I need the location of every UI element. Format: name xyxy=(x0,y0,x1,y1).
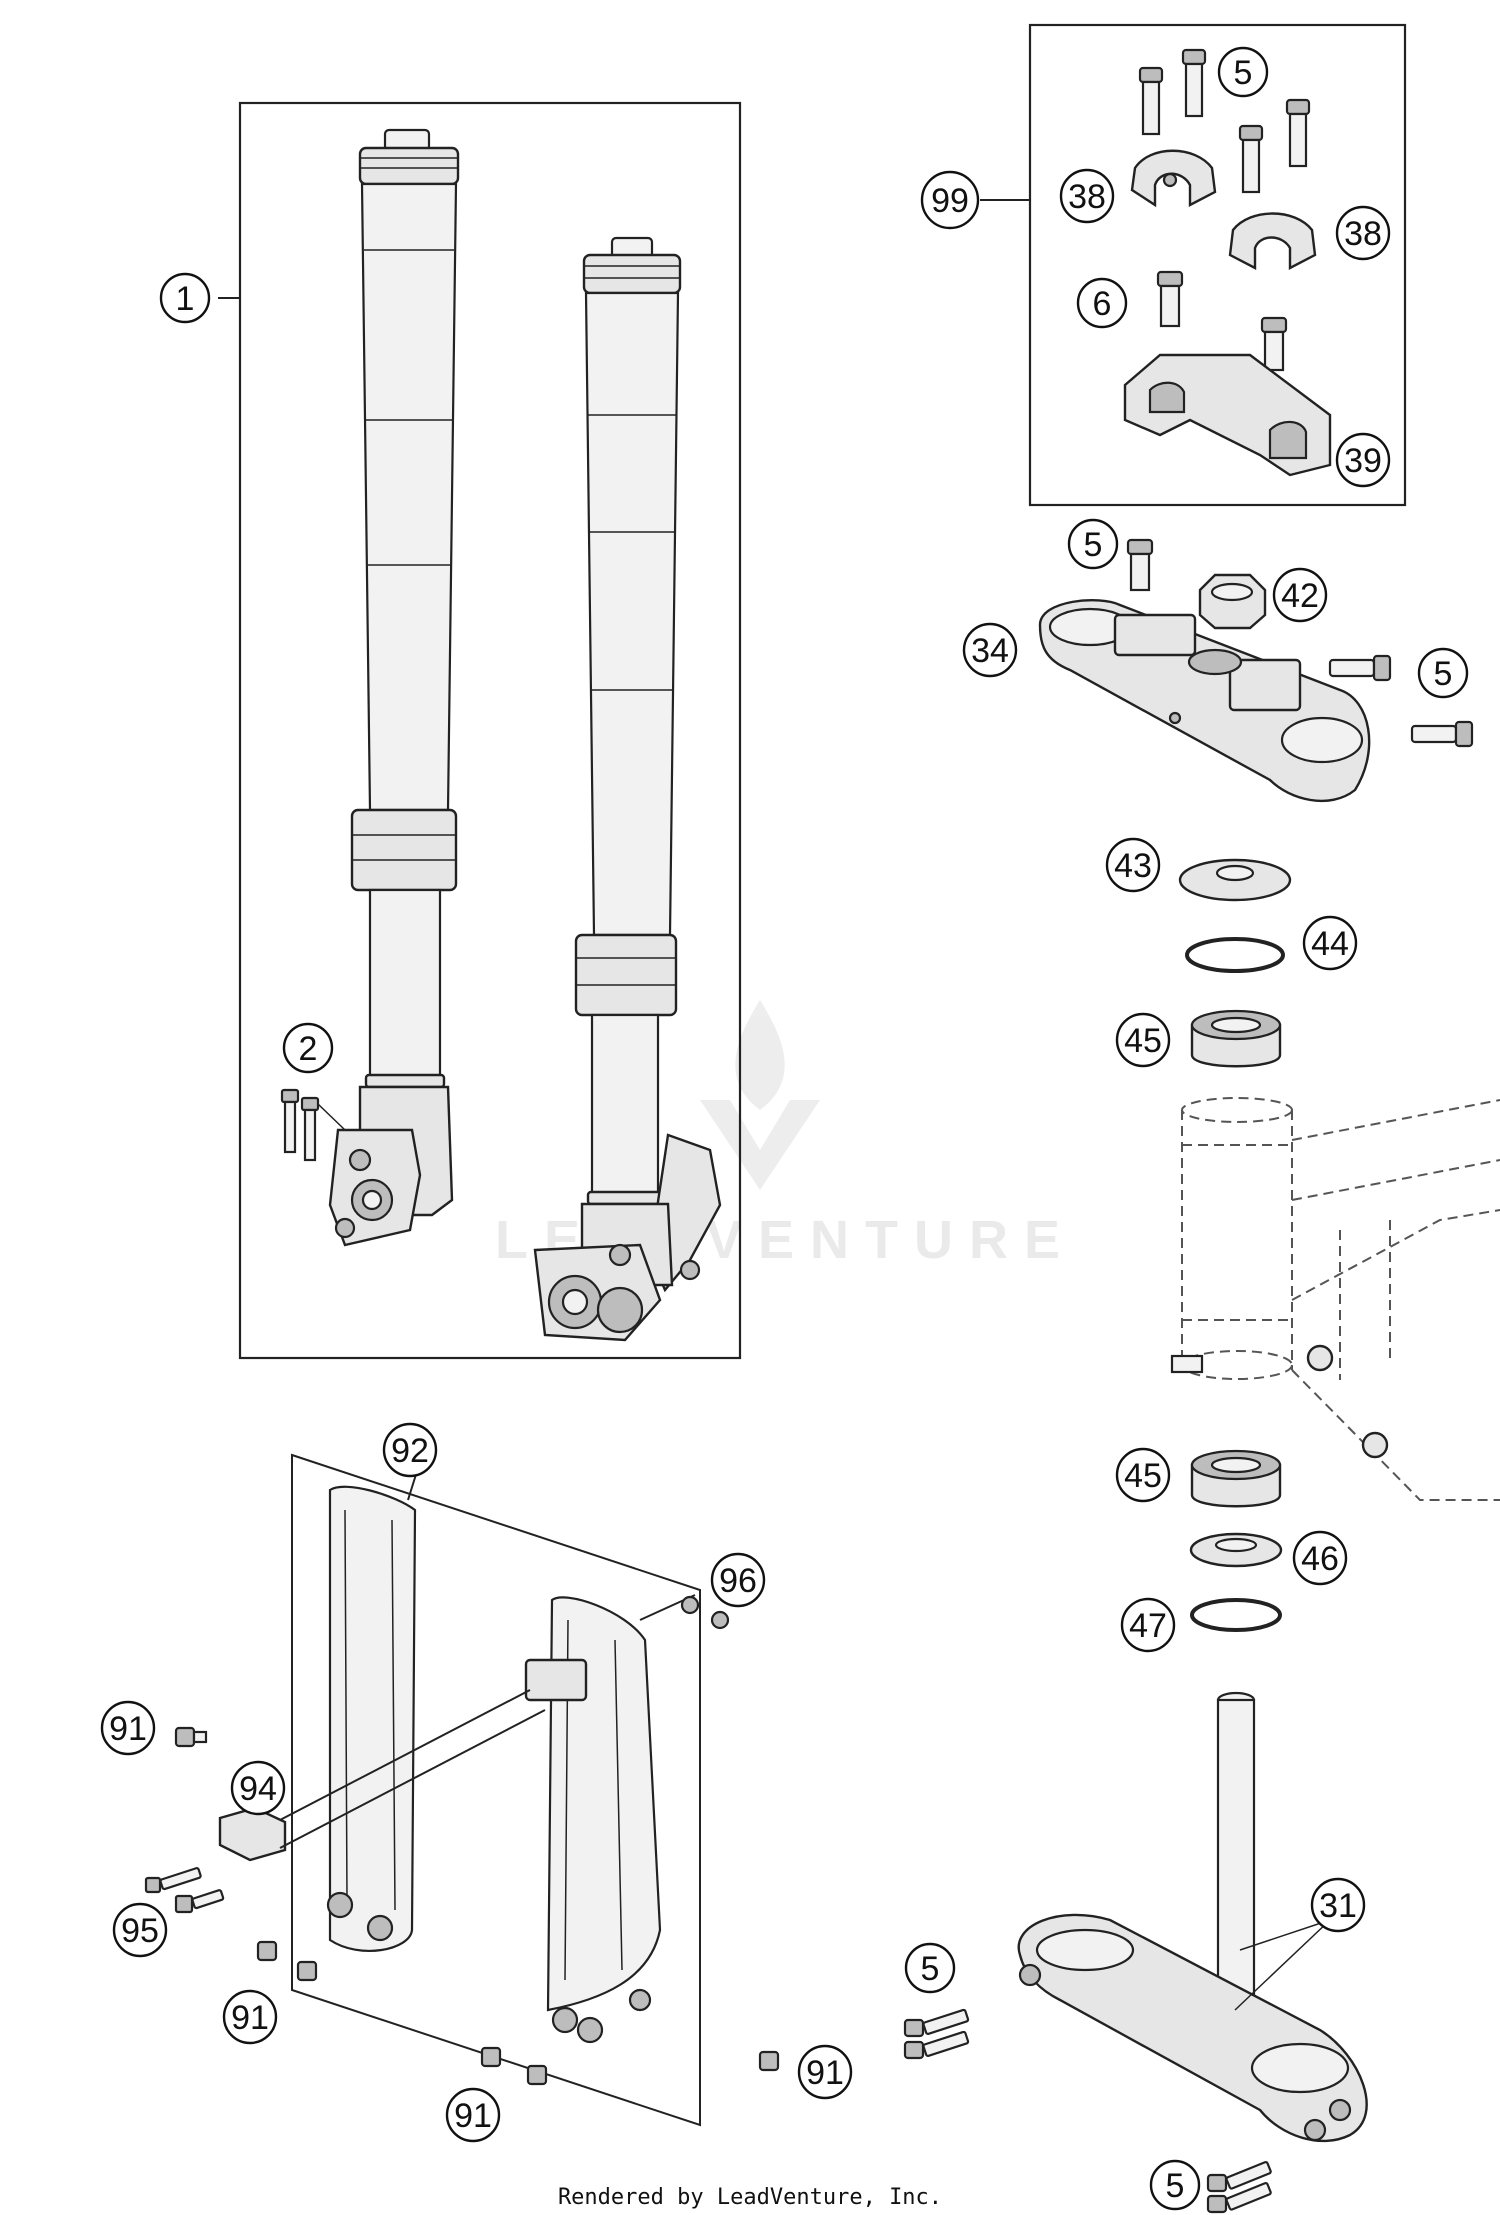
callout-91: 91 xyxy=(445,2087,501,2143)
o-ring-44 xyxy=(1185,937,1285,973)
callout-34: 34 xyxy=(962,622,1018,678)
callout-5: 5 xyxy=(1149,2159,1201,2211)
clamp-bolt-6 xyxy=(1156,270,1288,372)
left-fork-leg xyxy=(328,128,460,1247)
callout-38: 38 xyxy=(1059,168,1115,224)
bolts-5-left-lower xyxy=(903,2008,970,2060)
lower-triple-clamp-31 xyxy=(1017,1691,1368,2143)
top-triple-clamp-34 xyxy=(1038,599,1371,803)
svg-text:47: 47 xyxy=(1129,1607,1167,1645)
callout-5: 5 xyxy=(904,1942,956,1994)
callout-95: 95 xyxy=(112,1902,168,1958)
bolts-5-bottom xyxy=(1206,2161,1272,2214)
clamp-bolts-2 xyxy=(280,1088,346,1162)
fork-assembly-frame xyxy=(238,101,742,1360)
clamp-bolts-5-top xyxy=(1138,48,1311,194)
svg-text:5: 5 xyxy=(1166,2167,1185,2205)
callout-5: 5 xyxy=(1417,647,1469,699)
svg-text:99: 99 xyxy=(931,182,969,220)
o-ring-47 xyxy=(1190,1598,1282,1632)
svg-text:45: 45 xyxy=(1124,1022,1162,1060)
seal-46 xyxy=(1189,1532,1283,1568)
svg-text:45: 45 xyxy=(1124,1457,1162,1495)
callout-38: 38 xyxy=(1335,205,1391,261)
svg-text:5: 5 xyxy=(1084,526,1103,564)
svg-text:91: 91 xyxy=(806,2054,844,2092)
bolts-5-side xyxy=(1328,654,1474,748)
callout-43: 43 xyxy=(1105,837,1161,893)
svg-text:92: 92 xyxy=(391,1432,429,1470)
fork-guard-left xyxy=(326,1485,417,1952)
callout-96: 96 xyxy=(710,1552,766,1608)
svg-text:91: 91 xyxy=(109,1710,147,1748)
svg-text:46: 46 xyxy=(1301,1540,1339,1578)
upper-clamp-38-right xyxy=(1228,212,1317,270)
bearing-45-upper xyxy=(1190,1009,1282,1068)
callout-31: 31 xyxy=(1310,1877,1366,1933)
callout-99: 99 xyxy=(920,170,980,230)
svg-text:5: 5 xyxy=(1434,655,1453,693)
callout-94: 94 xyxy=(230,1760,286,1816)
callout-91: 91 xyxy=(222,1989,278,2045)
screws-95 xyxy=(144,1867,225,1914)
callout-5: 5 xyxy=(1217,46,1269,98)
svg-text:43: 43 xyxy=(1114,847,1152,885)
svg-text:38: 38 xyxy=(1068,178,1106,216)
bearing-45-lower xyxy=(1190,1449,1282,1508)
right-fork-leg xyxy=(533,236,722,1342)
nuts-96 xyxy=(680,1595,730,1630)
callout-91: 91 xyxy=(100,1700,156,1756)
callout-2: 2 xyxy=(282,1022,334,1074)
svg-text:6: 6 xyxy=(1093,285,1112,323)
callout-6: 6 xyxy=(1076,277,1128,329)
svg-text:91: 91 xyxy=(231,1999,269,2037)
dust-seal-43 xyxy=(1178,858,1292,902)
svg-text:95: 95 xyxy=(121,1912,159,1950)
svg-text:34: 34 xyxy=(971,632,1009,670)
svg-text:94: 94 xyxy=(239,1770,277,1808)
callout-45: 45 xyxy=(1115,1012,1171,1068)
svg-text:39: 39 xyxy=(1344,442,1382,480)
callout-39: 39 xyxy=(1335,432,1391,488)
fork-guard-kit-frame xyxy=(291,1453,701,2127)
svg-text:2: 2 xyxy=(299,1030,318,1068)
callout-42: 42 xyxy=(1272,567,1328,623)
callout-1: 1 xyxy=(159,272,211,324)
bolt-5-upper xyxy=(1126,538,1154,592)
callout-47: 47 xyxy=(1120,1597,1176,1653)
lower-clamp-39 xyxy=(1123,353,1332,477)
svg-text:44: 44 xyxy=(1311,925,1349,963)
svg-text:5: 5 xyxy=(921,1950,940,1988)
callout-92: 92 xyxy=(382,1422,438,1478)
callout-45: 45 xyxy=(1115,1447,1171,1503)
guard-clamp-94 xyxy=(218,1689,546,1862)
svg-text:31: 31 xyxy=(1319,1887,1357,1925)
screws-91 xyxy=(174,1726,780,2086)
svg-text:42: 42 xyxy=(1281,577,1319,615)
frame-head-tube xyxy=(1170,1097,1500,1501)
upper-clamp-38-left xyxy=(1130,149,1217,208)
svg-text:5: 5 xyxy=(1234,54,1253,92)
svg-text:1: 1 xyxy=(176,280,195,318)
callout-91: 91 xyxy=(797,2044,853,2100)
svg-text:91: 91 xyxy=(454,2097,492,2135)
svg-text:96: 96 xyxy=(719,1562,757,1600)
nut-42 xyxy=(1198,573,1267,630)
callout-44: 44 xyxy=(1302,915,1358,971)
callout-5: 5 xyxy=(1067,518,1119,570)
footer-credit: Rendered by LeadVenture, Inc. xyxy=(557,2185,943,2210)
svg-text:38: 38 xyxy=(1344,215,1382,253)
callout-46: 46 xyxy=(1292,1530,1348,1586)
handlebar-clamp-kit-frame xyxy=(1028,23,1407,507)
fork-guard-right xyxy=(524,1596,662,2044)
